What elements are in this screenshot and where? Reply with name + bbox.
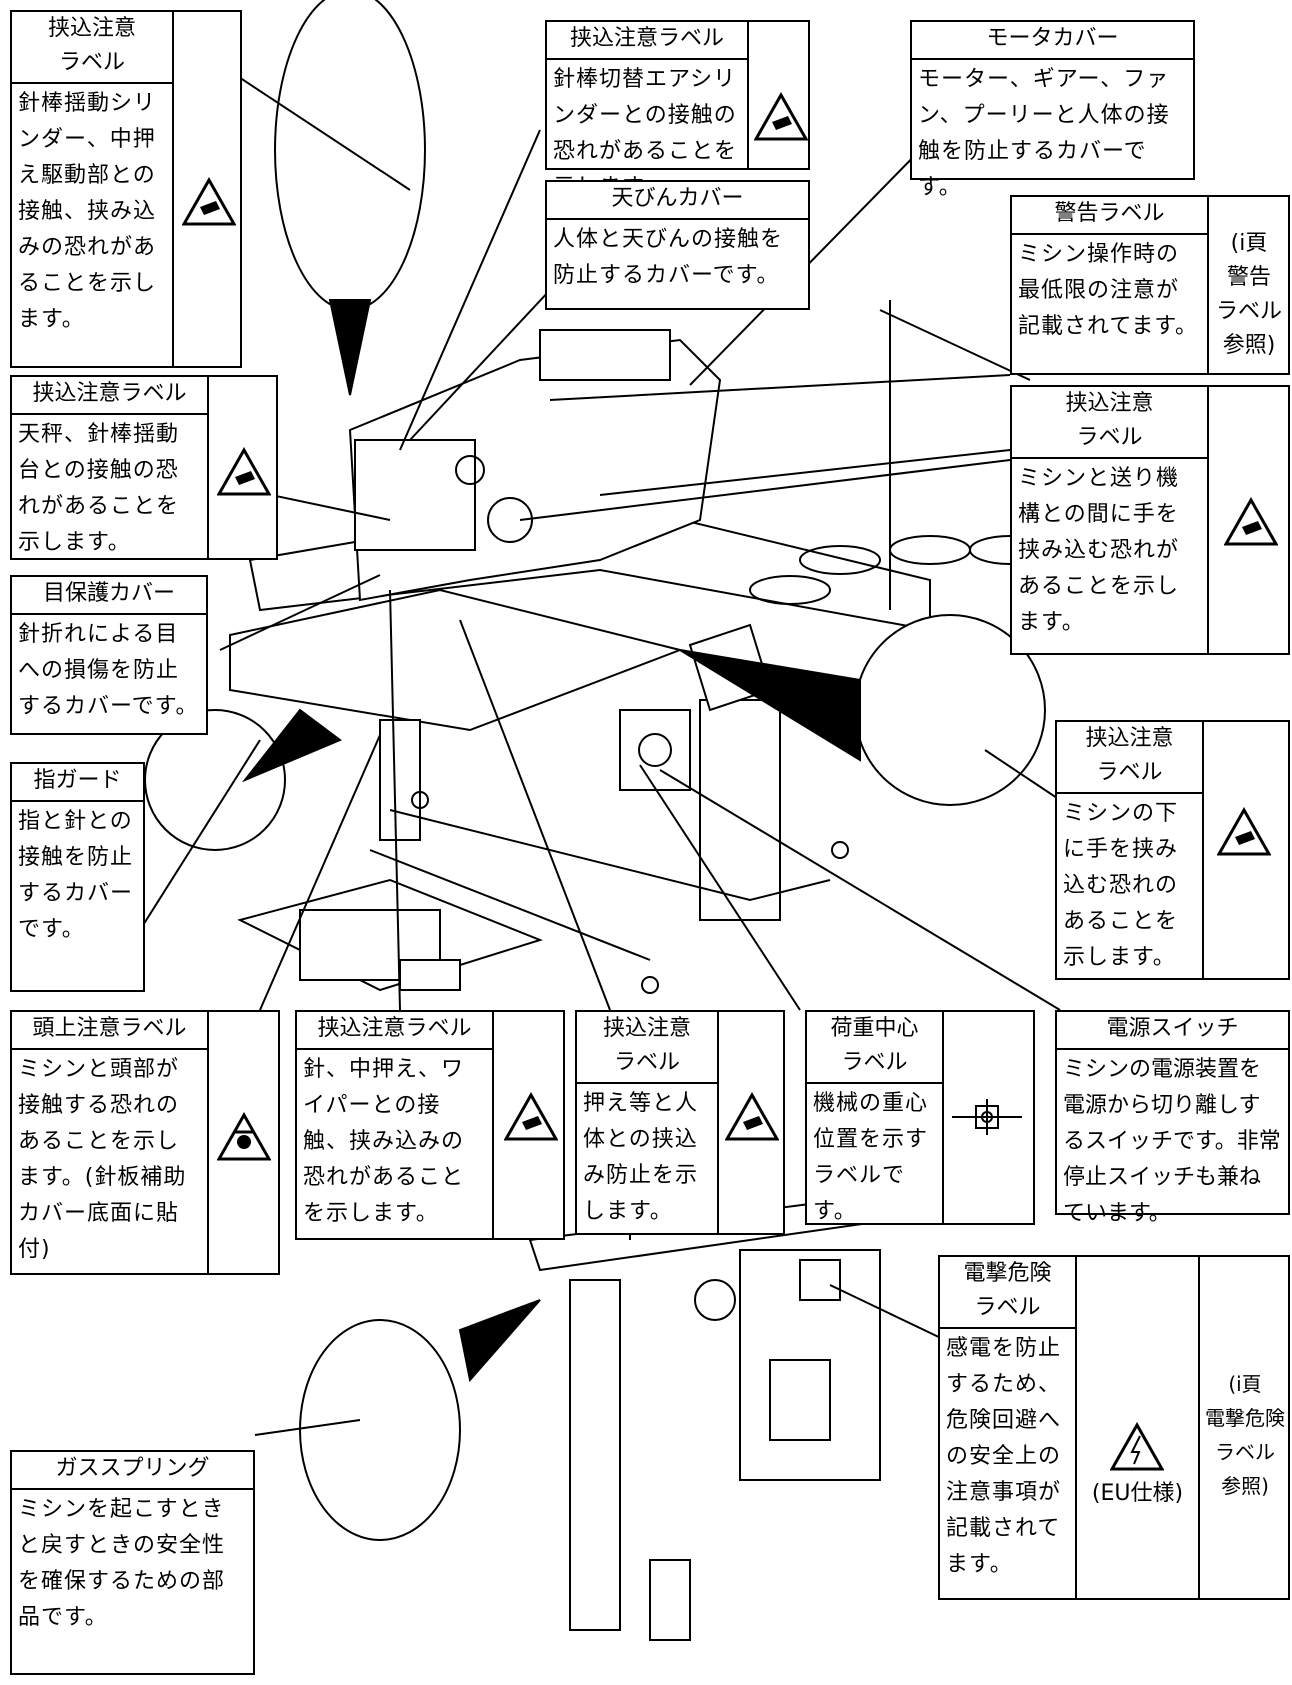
label-title: 頭上注意ラベル	[32, 1016, 187, 1041]
label-tenbin-pinch: 挟込注意ラベル 天秤、針棒揺動台との接触の恐れがあることを示します。	[10, 375, 278, 560]
label-title: 挟込注意 ラベル	[1065, 391, 1154, 450]
label-body: 針折れによる目への損傷を防止するカバーです。	[18, 622, 199, 719]
label-title: 挟込注意 ラベル	[47, 16, 136, 75]
label-center-of-gravity: 荷重中心 ラベル 機械の重心位置を示すラベルです。	[805, 1010, 1035, 1225]
label-title: 電源スイッチ	[1106, 1016, 1239, 1041]
label-top-left: 挟込注意 ラベル 針棒揺動シリンダー、中押え駆動部との接触、挟み込みの恐れがある…	[10, 10, 242, 368]
label-title: モータカバー	[986, 26, 1119, 51]
label-title: ガススプリング	[55, 1456, 210, 1481]
label-body: ミシンと頭部が接触する恐れのあることを示します。(針板補助カバー底面に貼付)	[18, 1057, 187, 1262]
label-motor-cover: モータカバー モーター、ギアー、ファン、プーリーと人体の接触を防止するカバーです…	[910, 20, 1195, 200]
label-finger-guard: 指ガード 指と針との接触を防止するカバーです。	[10, 762, 145, 992]
label-title: 指ガード	[33, 768, 122, 793]
label-title: 挟込注意ラベル	[569, 26, 724, 51]
shock-reference: (i頁 電撃危険 ラベル 参照)	[1205, 1372, 1285, 1498]
hand-pinch-warning-icon	[753, 91, 809, 146]
head-bump-warning-icon	[216, 1111, 272, 1166]
hand-pinch-warning-icon	[1223, 496, 1279, 551]
label-presser-pinch: 挟込注意 ラベル 押え等と人体との挟込み防止を示します。	[575, 1010, 785, 1235]
hand-pinch-warning-icon	[503, 1091, 559, 1146]
shock-eu-spec: (EU仕様)	[1091, 1481, 1184, 1506]
label-title: 挟込注意 ラベル	[602, 1016, 691, 1075]
label-title: 荷重中心 ラベル	[830, 1016, 919, 1075]
label-body: 感電を防止するため、危険回避への安全上の注意事項が記載されてます。	[946, 1336, 1062, 1577]
label-title: 挟込注意ラベル	[317, 1016, 472, 1041]
label-body: ミシンと送り機構との間に手を挟み込む恐れがあることを示します。	[1018, 466, 1180, 635]
label-title: 目保護カバー	[42, 581, 175, 606]
label-body: 天秤、針棒揺動台との接触の恐れがあることを示します。	[18, 422, 180, 555]
label-power-switch: 電源スイッチ ミシンの電源装置を電源から切り離しするスイッチです。非常停止スイッ…	[1055, 1010, 1290, 1226]
label-title: 天びんカバー	[611, 186, 744, 211]
hand-pinch-warning-icon	[216, 446, 272, 501]
label-body: 針、中押え、ワイパーとの接触、挟み込みの恐れがあることを示します。	[303, 1057, 465, 1226]
label-body: ミシンを起こすときと戻すときの安全性を確保するための部品です。	[18, 1497, 226, 1630]
label-eye-cover: 目保護カバー 針折れによる目への損傷を防止するカバーです。	[10, 575, 208, 735]
label-electric-shock: 電撃危険 ラベル 感電を防止するため、危険回避への安全上の注意事項が記載されてま…	[938, 1255, 1290, 1600]
label-body: 人体と天びんの接触を防止するカバーです。	[553, 227, 784, 288]
label-under-pinch: 挟込注意 ラベル ミシンの下に手を挟み込む恐れのあることを示します。	[1055, 720, 1290, 980]
label-warning: 警告ラベル ミシン操作時の最低限の注意が記載されてます。 (i頁 警告 ラベル …	[1010, 195, 1290, 375]
label-head-caution: 頭上注意ラベル ミシンと頭部が接触する恐れのあることを示します。(針板補助カバー…	[10, 1010, 280, 1275]
label-body: ミシン操作時の最低限の注意が記載されてます。	[1018, 242, 1199, 339]
label-title: 電撃危険 ラベル	[963, 1261, 1052, 1320]
label-body: モーター、ギアー、ファン、プーリーと人体の接触を防止するカバーです。	[918, 67, 1170, 200]
label-needle-cylinder: 挟込注意ラベル 針棒切替エアシリンダーとの接触の恐れがあることを示します。	[545, 20, 810, 200]
label-needle-presser-pinch: 挟込注意ラベル 針、中押え、ワイパーとの接触、挟み込みの恐れがあることを示します…	[295, 1010, 565, 1240]
label-title: 挟込注意ラベル	[32, 381, 187, 406]
label-body: ミシンの下に手を挟み込む恐れのあることを示します。	[1063, 801, 1179, 970]
label-title: 挟込注意 ラベル	[1085, 726, 1174, 785]
hand-pinch-warning-icon	[1216, 806, 1272, 861]
electric-shock-warning-icon	[1109, 1421, 1165, 1476]
label-body: 針棒揺動シリンダー、中押え駆動部との接触、挟み込みの恐れがあることを示します。	[18, 91, 157, 332]
warning-reference: (i頁 警告 ラベル 参照)	[1215, 231, 1282, 358]
label-body: 機械の重心位置を示すラベルです。	[813, 1091, 929, 1224]
hand-pinch-warning-icon	[181, 176, 237, 231]
hand-pinch-warning-icon	[724, 1091, 780, 1146]
label-title: 警告ラベル	[1054, 201, 1165, 226]
label-gas-spring: ガススプリング ミシンを起こすときと戻すときの安全性を確保するための部品です。	[10, 1450, 255, 1675]
label-body: 押え等と人体との挟込み防止を示します。	[583, 1091, 699, 1224]
label-body: 指と針との接触を防止するカバーです。	[18, 809, 134, 942]
label-feed-pinch: 挟込注意 ラベル ミシンと送り機構との間に手を挟み込む恐れがあることを示します。	[1010, 385, 1290, 655]
label-tenbin-cover: 天びんカバー 人体と天びんの接触を防止するカバーです。	[545, 180, 810, 310]
center-of-gravity-icon	[952, 1097, 1022, 1141]
label-body: ミシンの電源装置を電源から切り離しするスイッチです。非常停止スイッチも兼ねていま…	[1063, 1057, 1281, 1226]
